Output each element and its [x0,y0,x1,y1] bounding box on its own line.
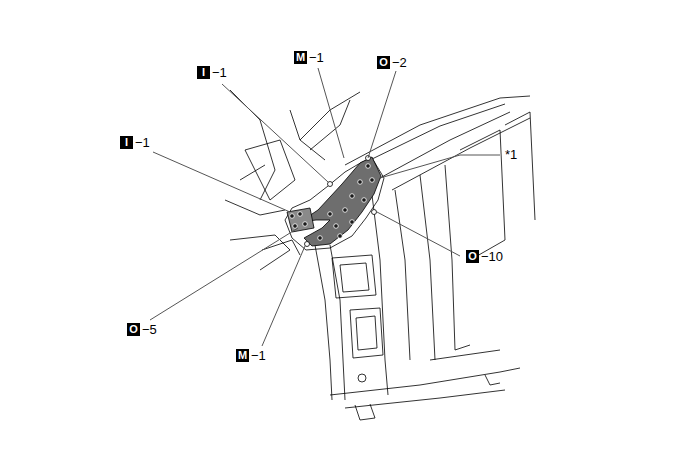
leader-lines [150,68,500,346]
callout-number: *1 [505,147,517,162]
callout-number: −1 [309,50,324,65]
callout-letter: M [294,51,307,64]
callout-number: −5 [142,322,157,337]
callout-letter: M [236,349,249,362]
callout-letter: O [466,250,479,263]
callout-number: −2 [392,55,407,70]
callout-number: −1 [251,348,266,363]
reinforcement-panel [287,156,381,247]
callout-number: −1 [212,65,227,80]
callout-letter: I [120,136,133,149]
callout-number: −1 [135,135,150,150]
body-panels [225,90,535,420]
callout-number: −10 [481,249,503,264]
callout-letter: O [377,56,390,69]
callout-letter: O [127,323,140,336]
callout-letter: I [197,66,210,79]
